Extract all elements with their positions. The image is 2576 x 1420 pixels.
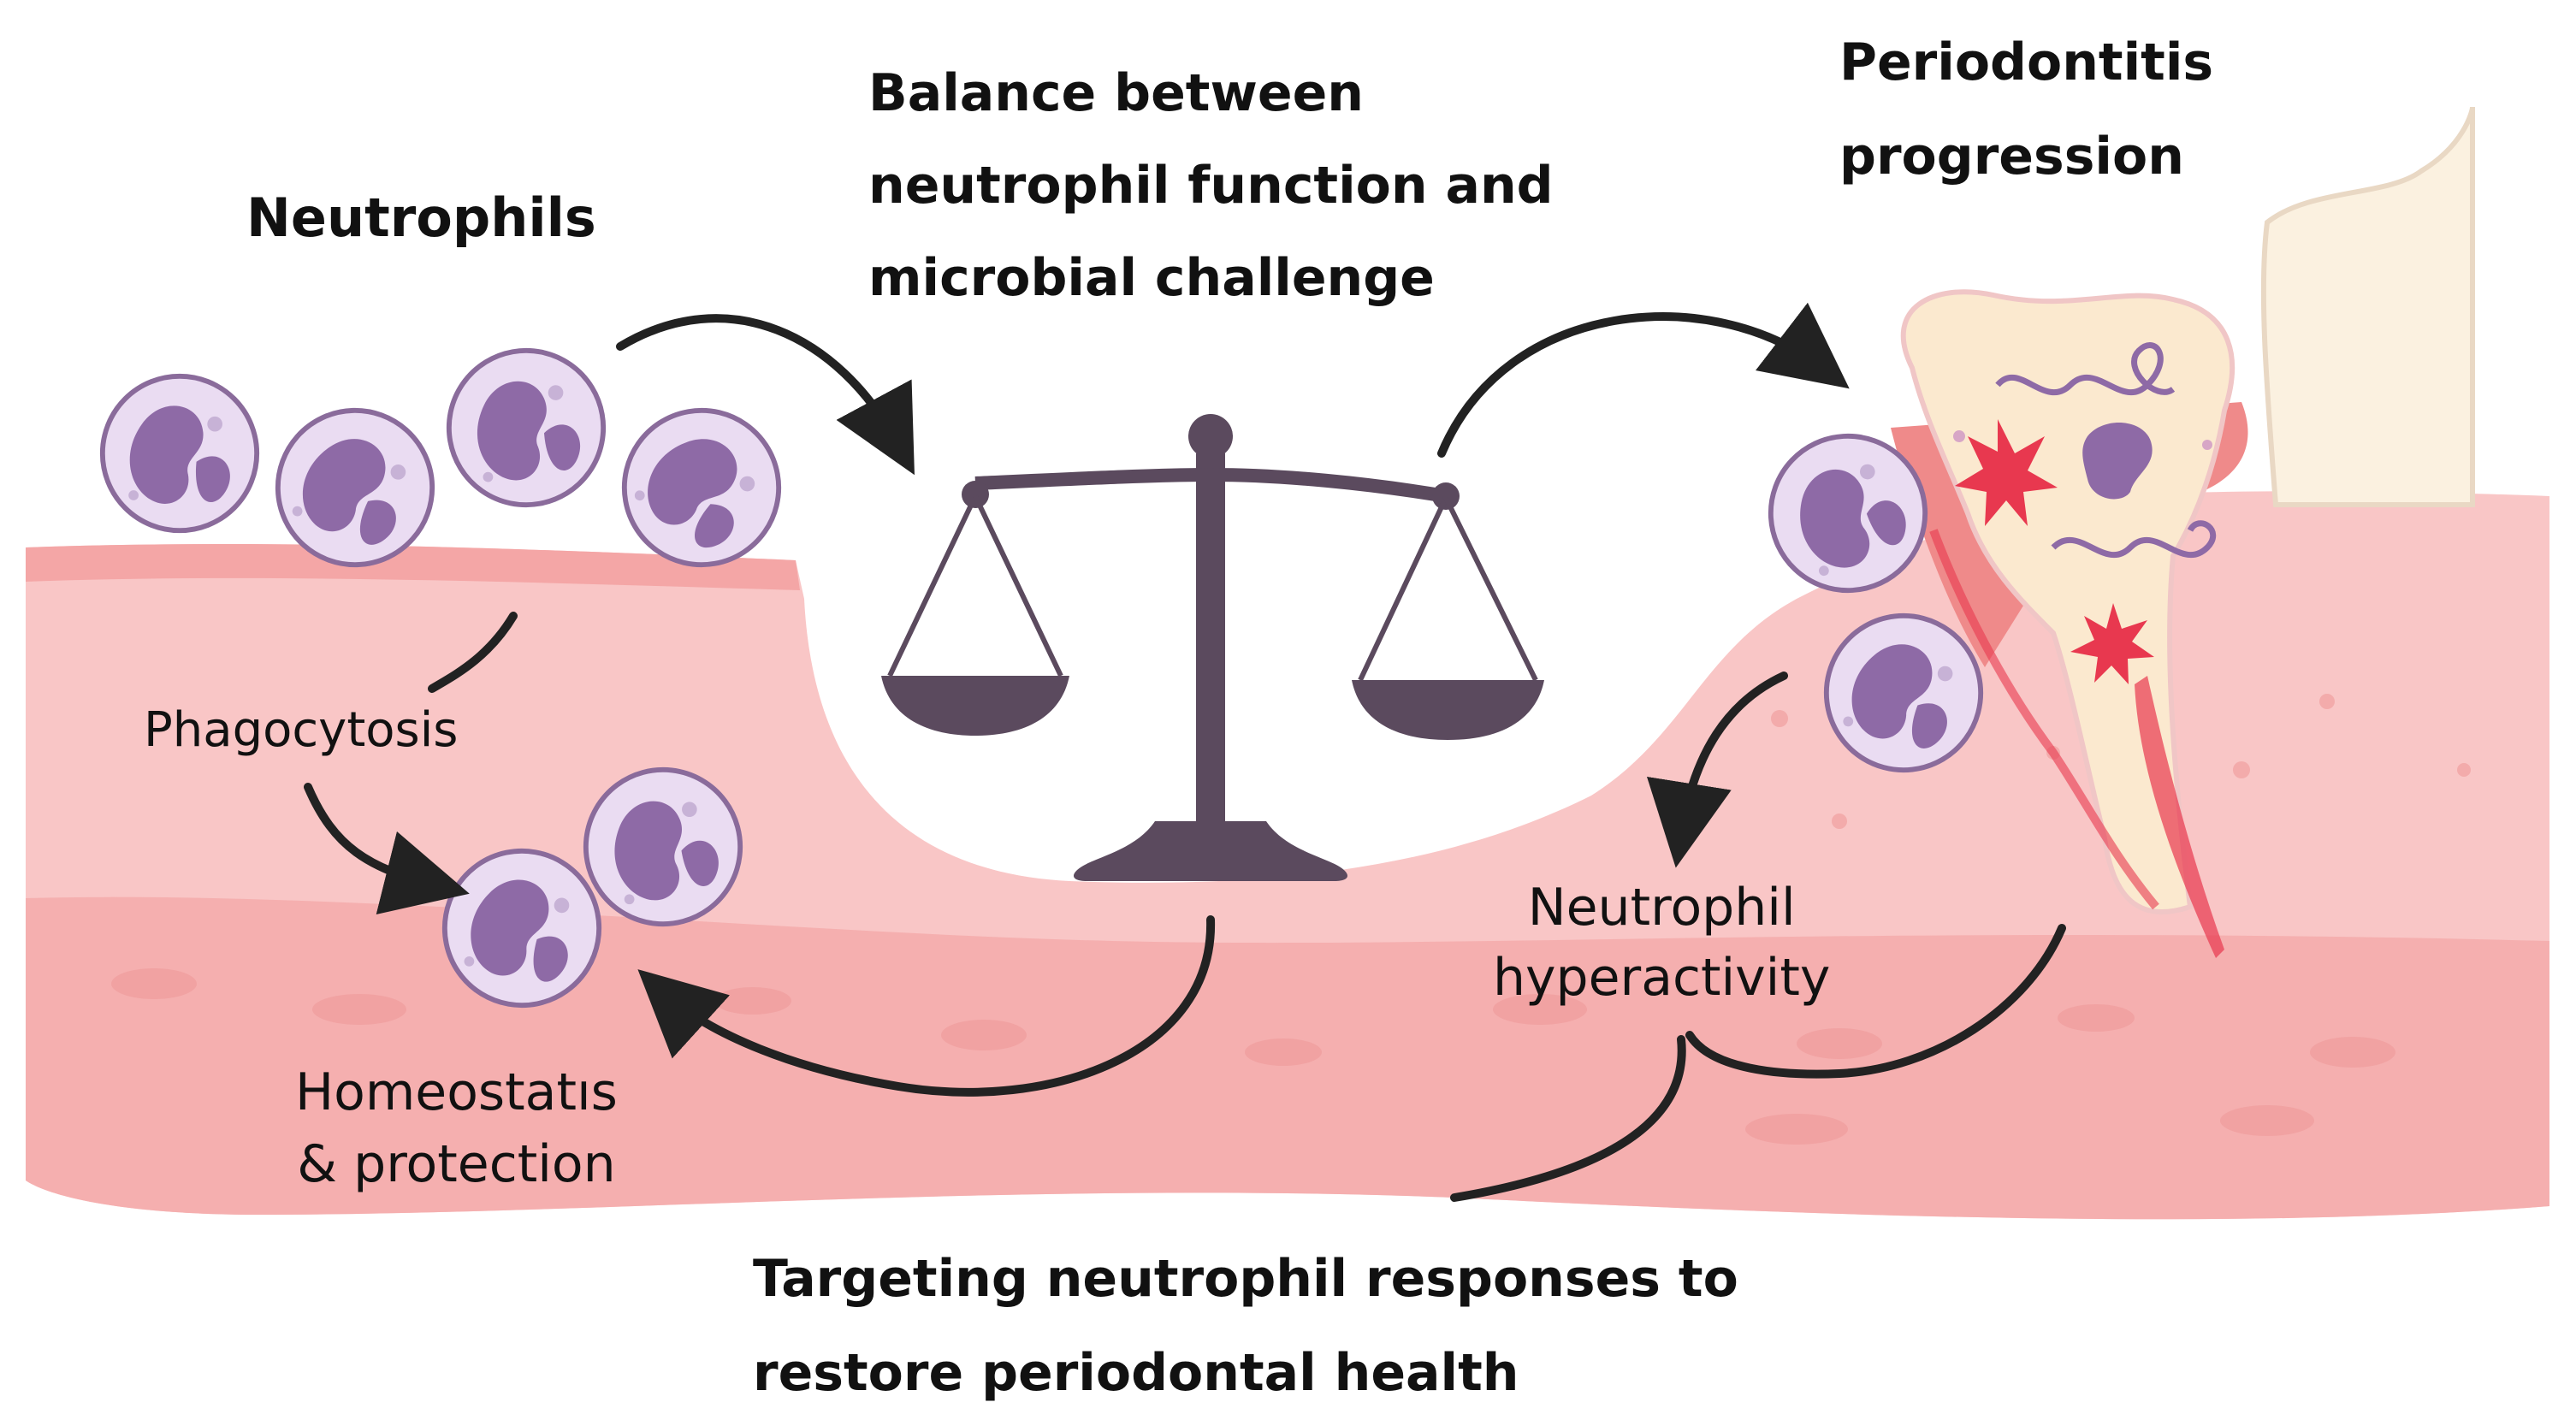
- arrow-balance-to-periodontitis: [1437, 302, 1850, 458]
- inflammation-burst-icon: [1955, 419, 2154, 684]
- label-periodontitis-line1: Periodontitis: [1839, 33, 2214, 92]
- label-hyperactivity-line2: hyperactivity: [1493, 948, 1831, 1008]
- label-phagocytosis: Phagocytosis: [144, 702, 459, 758]
- label-periodontitis-line2: progression: [1839, 127, 2184, 186]
- line-neutrophils-to-phagocytosis: [428, 612, 518, 693]
- balance-scale-icon: [881, 414, 1544, 881]
- label-homeostasis-line2: & protection: [297, 1134, 616, 1194]
- label-homeostasis: Homeostatıs & protection: [295, 1056, 618, 1200]
- label-balance-line3: microbial challenge: [868, 248, 1435, 308]
- label-balance: Balance between neutrophil function and …: [868, 47, 1554, 324]
- bacteria-icon: [1995, 342, 2217, 559]
- label-neutrophils: Neutrophils: [246, 186, 596, 249]
- line-hyperactivity-to-targeting: [1450, 1035, 1686, 1202]
- line-tooth-to-hyperactivity: [1685, 924, 2066, 1079]
- neutrophil-icon-1: [103, 376, 257, 530]
- label-balance-line1: Balance between: [868, 63, 1364, 123]
- label-balance-line2: neutrophil function and: [868, 156, 1554, 216]
- label-periodontitis: Periodontitis progression: [1839, 15, 2213, 204]
- label-homeostasis-line1: Homeostatıs: [295, 1062, 618, 1122]
- arrow-neutrophils-to-balance: [616, 314, 915, 476]
- label-hyperactivity-line1: Neutrophil: [1527, 878, 1796, 938]
- neutrophil-icon-3: [437, 339, 616, 518]
- arrow-balance-to-homeostasis: [637, 915, 1216, 1097]
- label-targeting-line1: Targeting neutrophil responses to: [753, 1249, 1738, 1309]
- nucleus-in-tooth: [2082, 422, 2153, 500]
- tooth-outline-icon: [2260, 106, 2475, 507]
- label-targeting: Targeting neutrophil responses to restor…: [753, 1232, 1738, 1420]
- tooth-icon: [1891, 289, 2248, 958]
- flow-arrows: [304, 302, 2066, 1202]
- arrow-periodontitis-to-hyperactivity: [1646, 672, 1788, 868]
- label-targeting-line2: restore periodontal health: [753, 1343, 1519, 1403]
- label-hyperactivity: Neutrophil hyperactivity: [1493, 873, 1830, 1013]
- arrow-phagocytosis-to-homeostasis: [304, 783, 470, 914]
